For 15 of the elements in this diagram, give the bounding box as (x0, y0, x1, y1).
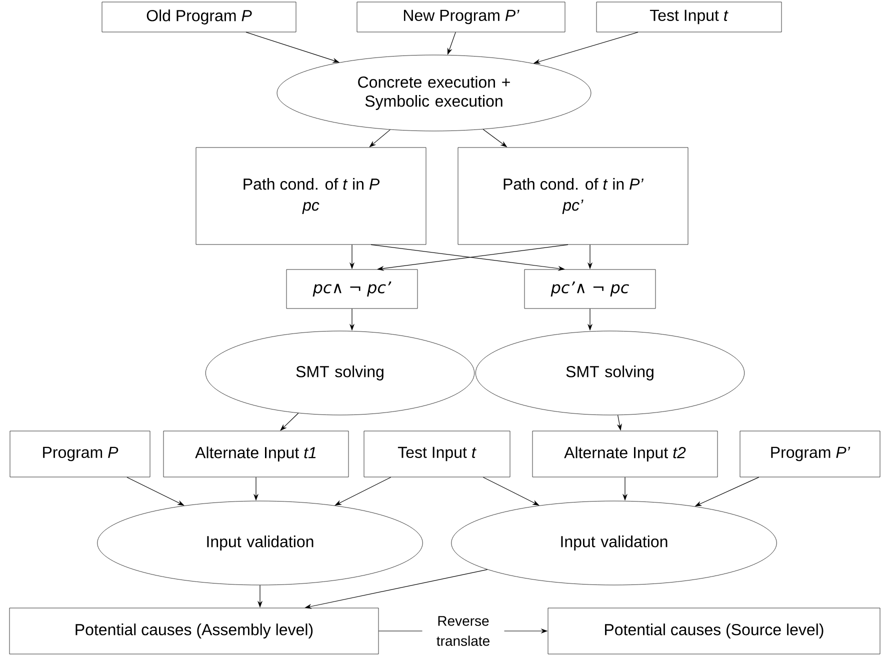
process-box: Potential causes (Assembly level) (9, 608, 379, 654)
process-box: Test Input t (596, 2, 782, 32)
process-box: Alternate Input t1 (163, 430, 349, 478)
process-box: Test Input t (364, 430, 510, 478)
process-box: pc∧ ¬ pc’ (286, 269, 418, 309)
process-box: Alternate Input t2 (532, 430, 718, 478)
process-box: pc’∧ ¬ pc (524, 269, 656, 309)
process-box: Path cond. of t in P pc (196, 147, 426, 245)
process-box: Old Program P (102, 2, 296, 32)
process-box: New Program P’ (356, 2, 566, 32)
process-box: Path cond. of t in P’ pc’ (458, 147, 688, 245)
process-box: Program P’ (740, 430, 880, 478)
process-box: Potential causes (Source level) (548, 608, 880, 654)
edge-label: Reverse translate (422, 615, 504, 647)
process-box: Program P (10, 430, 150, 478)
